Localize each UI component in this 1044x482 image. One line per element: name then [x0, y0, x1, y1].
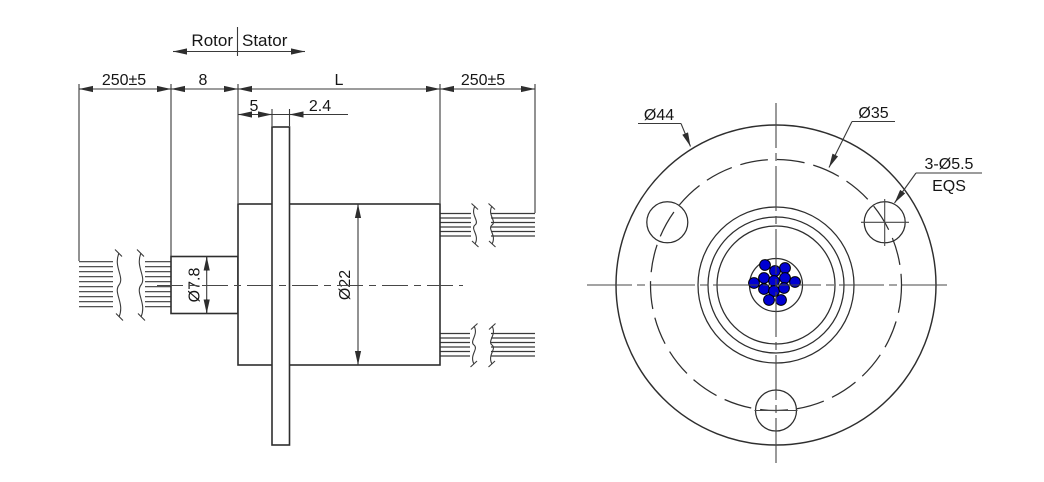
dim-label-body-length: L [335, 72, 344, 89]
break-symbol [470, 323, 496, 368]
front-view: Ø44 Ø35 3-Ø5.5 EQS [587, 103, 982, 468]
dim-label-bolt-circle: Ø35 [858, 105, 888, 122]
bolt-hole [646, 201, 689, 244]
dim-label-bolt-holes-eq: EQS [932, 178, 966, 195]
break-tick [488, 360, 496, 368]
break-curve [472, 325, 476, 365]
rotor-stator-annotation: Rotor Stator [173, 27, 305, 56]
stator-wires-top [440, 203, 535, 248]
break-tick [115, 313, 124, 321]
wire-dot [759, 259, 771, 271]
dim-label-flange-thickness: 2.4 [309, 98, 331, 115]
break-tick [470, 360, 478, 368]
break-tick [136, 249, 145, 257]
wire-dot [775, 294, 787, 306]
bolt-holes-callout: 3-Ø5.5 EQS [894, 156, 982, 204]
break-gap [471, 206, 491, 243]
wire-dot [748, 277, 760, 289]
break-tick [471, 240, 479, 248]
wire-dot [778, 282, 790, 294]
break-curve [473, 205, 477, 245]
wire-dot [769, 265, 781, 277]
dim-label-shaft-length: 8 [199, 72, 208, 89]
leader-arrow-icon [828, 121, 853, 168]
dim-label-rotor-lead: 250±5 [102, 72, 146, 89]
break-curve [116, 252, 122, 318]
dim-label-stator-lead: 250±5 [461, 72, 505, 89]
stator-label: Stator [242, 31, 288, 50]
break-tick [488, 240, 496, 248]
stator-wires-bottom [440, 323, 535, 368]
wire-dot [789, 276, 801, 288]
break-curve [138, 252, 144, 318]
leader-arrow-icon [680, 123, 692, 147]
break-tick [471, 203, 479, 210]
flange-diameter-callout: Ø44 [638, 107, 692, 147]
dim-label-bolt-holes: 3-Ø5.5 [925, 156, 974, 173]
rotor-label: Rotor [191, 31, 233, 50]
break-curve [490, 325, 494, 365]
break-symbol [114, 249, 146, 321]
wire-dot [758, 272, 770, 284]
break-tick [137, 313, 146, 321]
leader-arrow-icon [894, 172, 917, 204]
wire-dot [779, 272, 791, 284]
rotor-wires [79, 249, 171, 321]
break-tick [488, 203, 496, 210]
dim-label-flange-diameter: Ø44 [644, 107, 674, 124]
break-tick [488, 323, 496, 330]
dim-label-shaft-diameter: Ø7.8 [187, 268, 204, 303]
break-symbol [471, 203, 496, 248]
bolt-circle-callout: Ø35 [828, 105, 895, 168]
flange-dimensions: 5 2.4 [238, 98, 348, 126]
side-view: Rotor Stator 250±5 8 L 250±5 [78, 27, 536, 446]
wire-dot [763, 294, 775, 306]
break-tick [470, 323, 478, 330]
break-tick [114, 249, 123, 257]
top-dimension-chain: 250±5 8 L 250±5 [78, 72, 536, 261]
break-curve [490, 205, 494, 245]
wire-dot [779, 262, 791, 274]
dim-label-flange-offset: 5 [250, 98, 259, 115]
